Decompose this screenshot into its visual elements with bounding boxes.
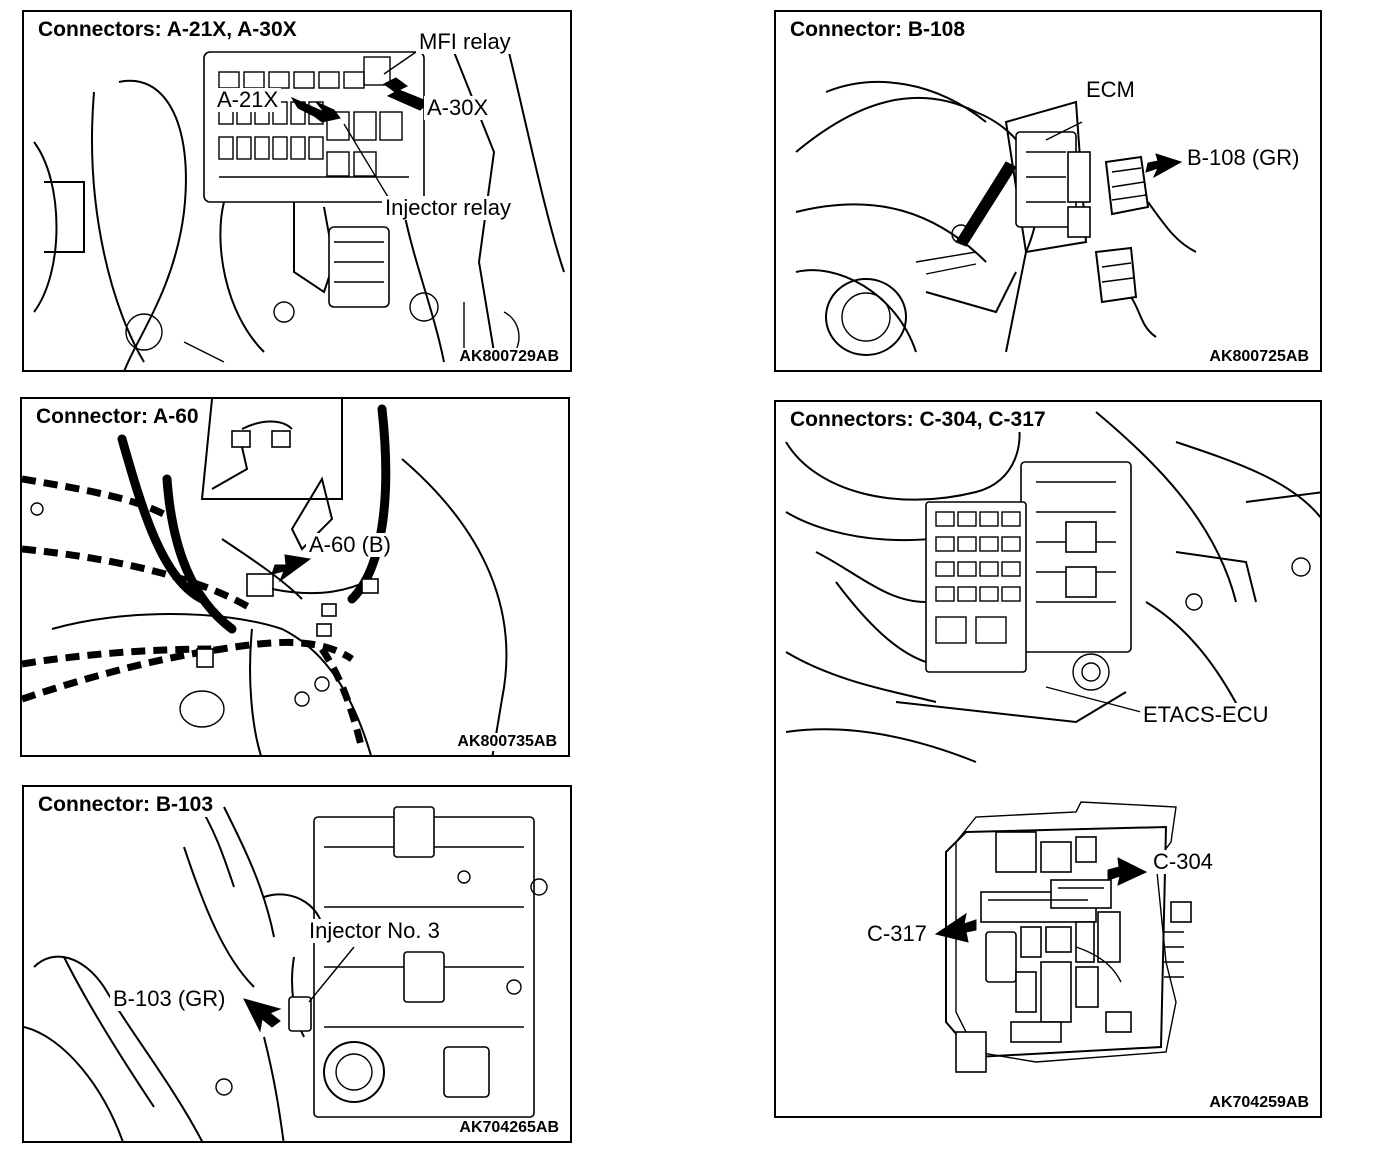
panel-title: Connector: B-108 (786, 18, 970, 42)
label-c317: C-317 (864, 921, 930, 947)
label-b108: B-108 (GR) (1184, 145, 1303, 171)
engine-bay-relay-box-illustration (33, 31, 565, 370)
label-etacs-ecu: ETACS-ECU (1140, 702, 1272, 728)
panel-connector-a60: Connector: A-60 A-60 (B) AK800735AB (20, 397, 570, 757)
label-injector-relay: Injector relay (382, 195, 514, 221)
panel-connector-b108: Connector: B-108 ECM B-108 (GR) AK800725… (774, 10, 1322, 372)
label-a60: A-60 (B) (306, 532, 394, 558)
figure-code: AK704259AB (1206, 1094, 1312, 1112)
label-a21x: A-21X (214, 87, 282, 113)
label-injector-no3: Injector No. 3 (306, 918, 443, 944)
figure-code: AK800729AB (456, 348, 562, 366)
vehicle-ecm-location-illustration (795, 81, 1197, 356)
label-b103: B-103 (GR) (110, 986, 229, 1012)
engine-harness-illustration (22, 399, 508, 755)
label-c304: C-304 (1150, 849, 1216, 875)
panel-connectors-a21x-a30x: Connectors: A-21X, A-30X MFI relay A-21X… (22, 10, 572, 372)
panel-title: Connector: A-60 (32, 405, 203, 429)
label-a30x: A-30X (424, 95, 492, 121)
figure-code: AK800735AB (454, 733, 560, 751)
panel-connector-b103: Connector: B-103 Injector No. 3 B-103 (G… (22, 785, 572, 1143)
etacs-ecu-illustration (785, 411, 1320, 1073)
label-ecm: ECM (1083, 77, 1138, 103)
panel-title: Connectors: A-21X, A-30X (34, 18, 301, 42)
label-mfi-relay: MFI relay (416, 29, 514, 55)
figure-code: AK800725AB (1206, 348, 1312, 366)
panel-title: Connector: B-103 (34, 793, 218, 817)
figure-code: AK704265AB (456, 1119, 562, 1137)
panel-title: Connectors: C-304, C-317 (786, 408, 1050, 432)
engine-injector-illustration (24, 796, 548, 1141)
panel-connectors-c304-c317: Connectors: C-304, C-317 ETACS-ECU C-304… (774, 400, 1322, 1118)
